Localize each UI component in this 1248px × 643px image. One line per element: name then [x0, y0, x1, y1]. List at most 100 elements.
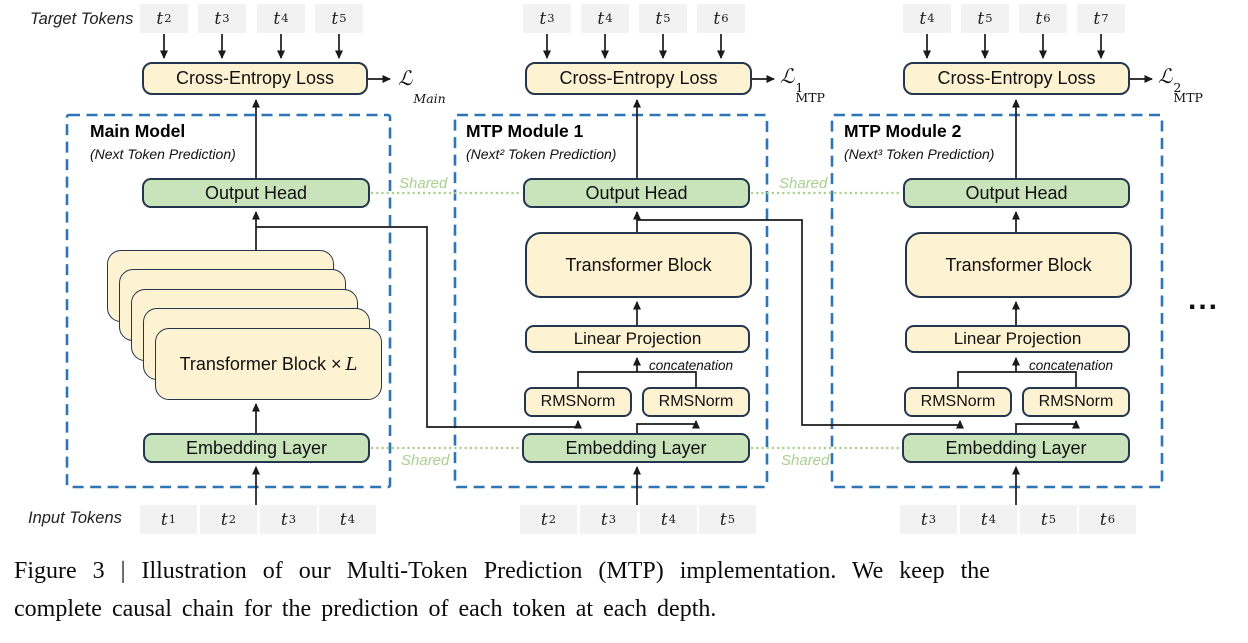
embedding-layer-box: Embedding Layer [143, 433, 370, 463]
transformer-stack-var: L [345, 353, 358, 375]
token-sub: 5 [727, 511, 736, 526]
token-sub: 4 [605, 10, 613, 25]
token-base: t [220, 509, 228, 530]
module-title-main: Main Model [90, 121, 186, 141]
token-base: t [331, 8, 339, 29]
loss-sup: 2 [1173, 80, 1182, 95]
module-title-mtp1: MTP Module 1 [466, 121, 584, 141]
token-sub: 6 [1043, 10, 1051, 25]
figure-caption-line2: complete causal chain for the prediction… [14, 596, 717, 622]
token-sub: 5 [985, 10, 993, 25]
token-sub: 4 [927, 10, 935, 25]
token-sub: 6 [721, 10, 729, 25]
token-base: t [160, 509, 168, 530]
token-sub: 3 [222, 10, 230, 25]
cross-entropy-box: Cross-Entropy Loss [903, 62, 1130, 95]
token-sub: 5 [663, 10, 671, 25]
shared-label: Shared [781, 452, 830, 469]
embedding-layer-box: Embedding Layer [902, 433, 1130, 463]
transformer-stack-front: Transformer Block ×L [155, 328, 382, 400]
token-sub: 3 [547, 10, 555, 25]
token-base: t [1040, 509, 1048, 530]
token-base: t [920, 509, 928, 530]
concatenation-label: concatenation [1029, 358, 1114, 373]
token-sub: 3 [928, 511, 937, 526]
figure-caption-line1: Figure 3 | Illustration of our Multi-Tok… [14, 558, 990, 584]
output-head-box: Output Head [142, 178, 370, 208]
module-subtitle-main: (Next Token Prediction) [90, 146, 236, 162]
shared-label: Shared [401, 452, 450, 469]
loss-symbol: ℒ [1158, 64, 1173, 88]
token-base: t [1035, 8, 1043, 29]
cross-entropy-box: Cross-Entropy Loss [142, 62, 368, 95]
cross-entropy-box: Cross-Entropy Loss [525, 62, 752, 95]
token-sub: 4 [347, 511, 356, 526]
token-base: t [540, 509, 548, 530]
token-sub: 1 [168, 511, 177, 526]
token-sub: 6 [1107, 511, 1116, 526]
shared-links [371, 191, 902, 450]
token-sub: 5 [1048, 511, 1057, 526]
token-base: t [1099, 509, 1107, 530]
token-base: t [919, 8, 927, 29]
module-title-mtp2: MTP Module 2 [844, 121, 962, 141]
module-subtitle-mtp2: (Next³ Token Prediction) [844, 146, 995, 162]
token-sub: 4 [668, 511, 677, 526]
output-head-box: Output Head [903, 178, 1130, 208]
linear-projection-box: Linear Projection [905, 325, 1130, 353]
token-base: t [655, 8, 663, 29]
token-base: t [597, 8, 605, 29]
rmsnorm-right-box: RMSNorm [1022, 387, 1130, 417]
loss-sub: Main [413, 91, 446, 106]
rmsnorm-left-box: RMSNorm [524, 387, 632, 417]
token-base: t [339, 509, 347, 530]
output-head-box: Output Head [523, 178, 750, 208]
token-sub: 4 [988, 511, 997, 526]
token-base: t [719, 509, 727, 530]
token-sub: 3 [608, 511, 617, 526]
rmsnorm-left-box: RMSNorm [904, 387, 1012, 417]
token-sub: 2 [228, 511, 237, 526]
embedding-layer-box: Embedding Layer [522, 433, 750, 463]
loss-sup: 1 [795, 80, 804, 95]
shared-label: Shared [399, 175, 448, 192]
input-tokens-label: Input Tokens [28, 509, 122, 527]
token-sub: 2 [164, 10, 172, 25]
token-base: t [280, 509, 288, 530]
transformer-block-box: Transformer Block [905, 232, 1132, 298]
token-sub: 2 [548, 511, 557, 526]
module-subtitle-mtp1: (Next² Token Prediction) [466, 146, 617, 162]
token-sub: 7 [1101, 10, 1109, 25]
loss-sub: MTP [1173, 90, 1203, 105]
token-sub: 4 [281, 10, 289, 25]
token-sub: 5 [339, 10, 347, 25]
token-base: t [214, 8, 222, 29]
token-base: t [980, 509, 988, 530]
token-base: t [539, 8, 547, 29]
target-tokens-label: Target Tokens [30, 10, 134, 28]
